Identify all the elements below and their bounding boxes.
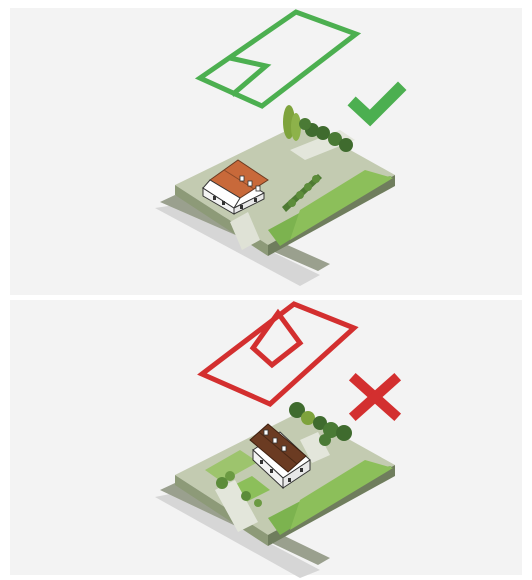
cross-mark-icon: [356, 380, 394, 414]
bad-site-model: [155, 402, 395, 578]
bad-plot-outline: [202, 304, 354, 404]
good-plot-outline: [200, 12, 356, 106]
good-site-model: [155, 105, 395, 286]
check-mark-icon: [356, 90, 398, 118]
